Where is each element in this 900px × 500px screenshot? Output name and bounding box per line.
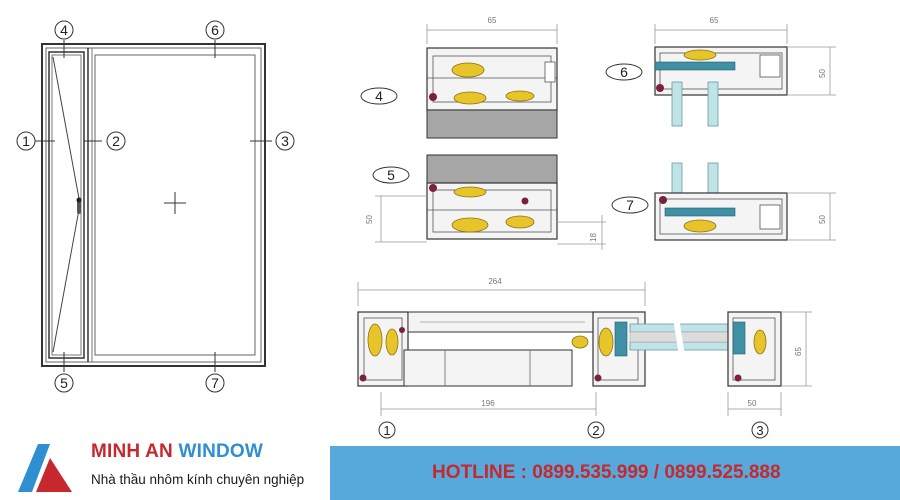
callout-5: 5 bbox=[54, 373, 74, 393]
svg-text:1: 1 bbox=[383, 423, 390, 438]
door-elevation: 4 6 1 2 3 5 7 bbox=[16, 20, 295, 393]
glass-s6 bbox=[671, 81, 683, 127]
dim-50-horizontal: 50 bbox=[748, 399, 757, 408]
svg-text:4: 4 bbox=[60, 22, 68, 38]
dim-264: 264 bbox=[488, 277, 502, 286]
callout-1: 1 bbox=[16, 131, 36, 151]
callout-3: 3 bbox=[275, 131, 295, 151]
label-4: 4 bbox=[375, 88, 383, 104]
door-sash bbox=[48, 51, 85, 359]
panel-s4 bbox=[426, 109, 558, 139]
dim-65-s4: 65 bbox=[488, 16, 497, 25]
footer-banner: MINH AN WINDOW Nhà thầu nhôm kính chuyên… bbox=[0, 432, 900, 500]
callout-6: 6 bbox=[205, 20, 225, 40]
callout-h-1: 1 bbox=[378, 421, 396, 439]
dim-65-horizontal: 65 bbox=[794, 347, 803, 356]
label-6: 6 bbox=[620, 64, 628, 80]
profile-s4 bbox=[426, 47, 558, 111]
callout-4: 4 bbox=[54, 20, 74, 40]
callout-h-2: 2 bbox=[587, 421, 605, 439]
outer-frame bbox=[41, 43, 266, 367]
company-logo-icon bbox=[18, 444, 72, 492]
svg-text:2: 2 bbox=[592, 423, 599, 438]
dim-50-s5: 50 bbox=[365, 215, 374, 224]
svg-text:6: 6 bbox=[211, 22, 219, 38]
dim-50-s6: 50 bbox=[818, 69, 827, 78]
horizontal-section: 264 65 bbox=[357, 277, 812, 439]
panel-s5 bbox=[426, 154, 558, 184]
seal-s4 bbox=[429, 93, 437, 101]
dim-50-s7: 50 bbox=[818, 215, 827, 224]
brand-name: MINH AN WINDOW bbox=[91, 441, 263, 463]
gasket-s4 bbox=[451, 62, 485, 78]
svg-text:2: 2 bbox=[112, 133, 120, 149]
opening-direction-lines bbox=[52, 56, 81, 353]
callout-2: 2 bbox=[106, 131, 126, 151]
svg-text:1: 1 bbox=[22, 133, 30, 149]
callout-h-3: 3 bbox=[751, 421, 769, 439]
frame-left bbox=[357, 311, 409, 387]
fixed-pane bbox=[94, 54, 256, 356]
dim-196: 196 bbox=[481, 399, 495, 408]
glazing-bead-s6 bbox=[654, 61, 736, 71]
glazing-bead-s7 bbox=[664, 207, 736, 217]
svg-text:3: 3 bbox=[756, 423, 763, 438]
brand-name-part1: MINH AN bbox=[91, 441, 173, 462]
dim-18-s5: 18 bbox=[589, 233, 598, 242]
svg-text:7: 7 bbox=[211, 375, 219, 391]
section-5: 50 18 5 bbox=[365, 154, 606, 250]
label-5: 5 bbox=[387, 167, 395, 183]
section-4: 65 4 bbox=[360, 16, 558, 139]
label-7: 7 bbox=[626, 197, 634, 213]
section-6: 65 50 6 bbox=[605, 16, 836, 127]
profile-s5 bbox=[426, 182, 558, 240]
svg-text:3: 3 bbox=[281, 133, 289, 149]
hotline: HOTLINE : 0899.535.999 / 0899.525.888 bbox=[432, 462, 781, 483]
callout-7: 7 bbox=[205, 373, 225, 393]
gasket-s5 bbox=[453, 186, 487, 198]
dim-65-s6: 65 bbox=[710, 16, 719, 25]
door-panel bbox=[403, 349, 573, 387]
brand-name-part2: WINDOW bbox=[178, 441, 264, 462]
section-7: 50 7 bbox=[611, 162, 836, 241]
tagline: Nhà thầu nhôm kính chuyên nghiệp bbox=[91, 472, 305, 487]
svg-text:5: 5 bbox=[60, 375, 68, 391]
